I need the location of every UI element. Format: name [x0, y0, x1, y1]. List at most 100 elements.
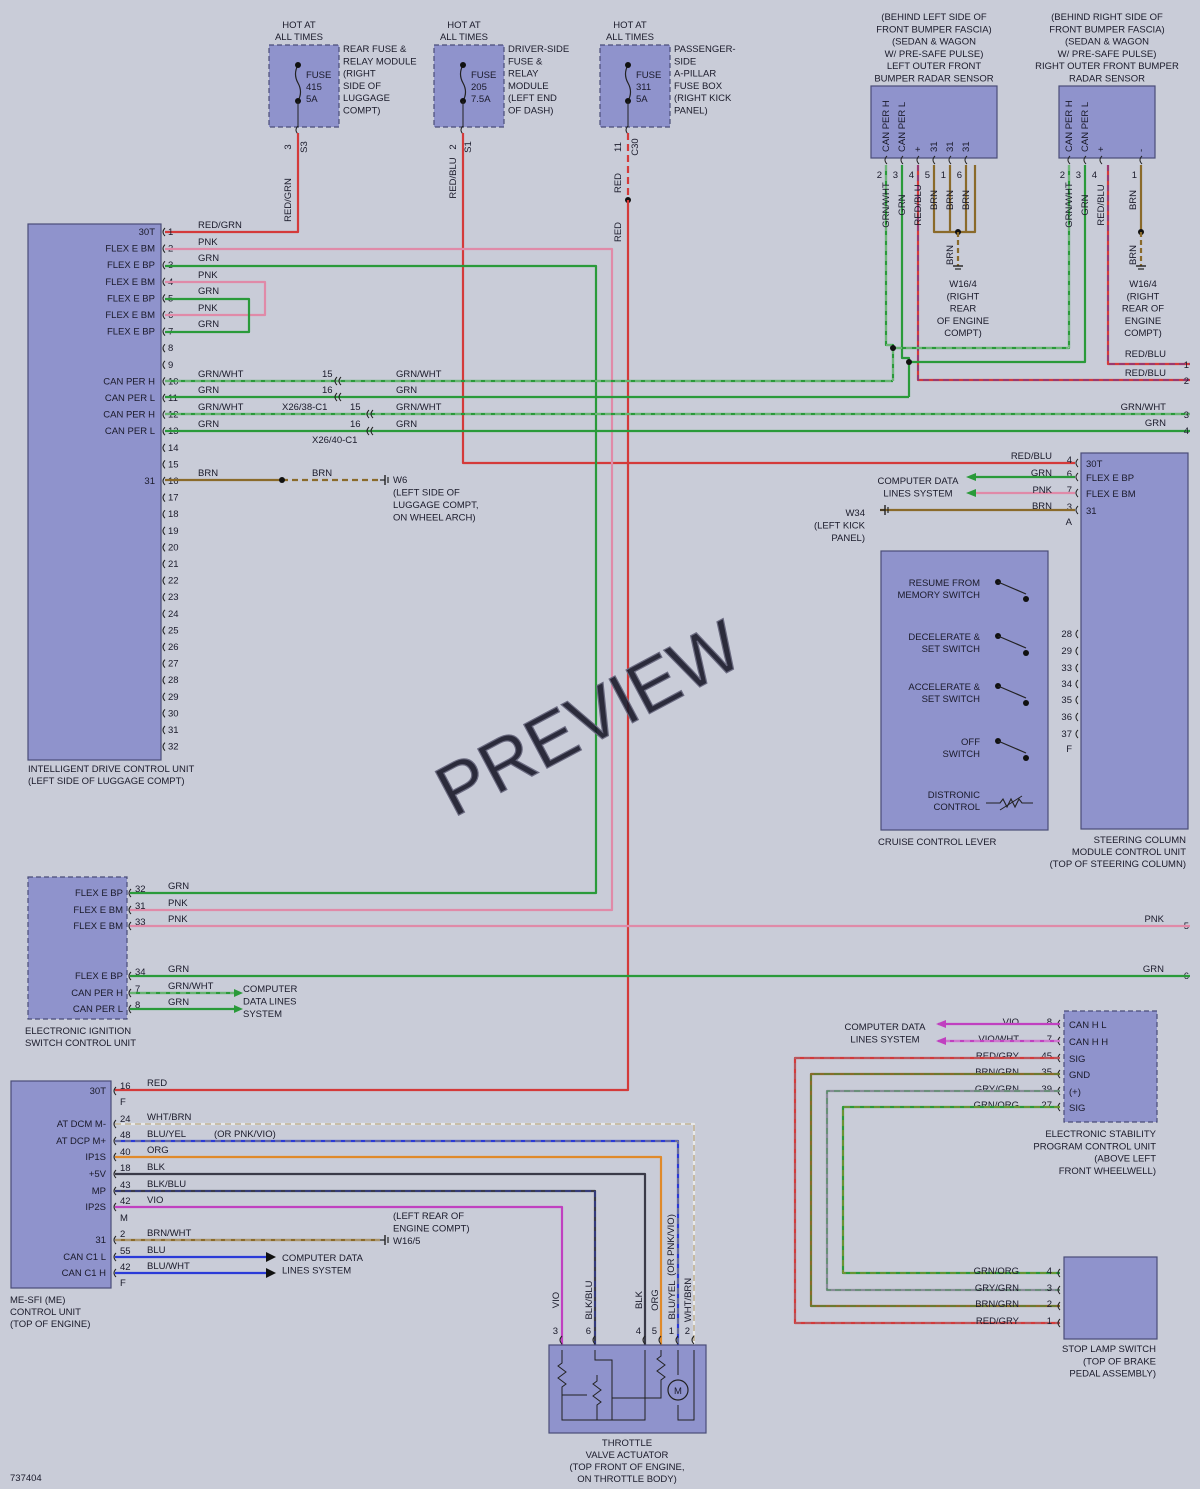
- idcu-pin-label: 19: [168, 526, 179, 537]
- idcu-terminal-label: 30T: [139, 227, 156, 238]
- connector-mark: [642, 1335, 646, 1345]
- connector-mark: [113, 1152, 117, 1162]
- wire-color-label: GRN/WHT: [198, 369, 244, 380]
- red-grn-feed-wire: [165, 133, 300, 234]
- scm-pin-label: 34: [1061, 679, 1072, 690]
- wire-alt-color-label: (OR PNK/VIO): [214, 1129, 276, 1140]
- me-pin-label: 2: [120, 1229, 125, 1240]
- flex-bp-loop: [165, 297, 251, 334]
- switch-contact-icon: [997, 740, 1027, 754]
- connector-mark: [948, 155, 952, 165]
- wire-color-label: GRN: [198, 319, 219, 330]
- idcu-terminal-label: CAN PER L: [105, 426, 155, 437]
- fuse-pin-label: S1: [463, 141, 474, 153]
- eis-terminal-label: FLEX E BM: [73, 905, 123, 916]
- splice-dot: [1023, 650, 1029, 656]
- motor-icon: [667, 1379, 689, 1401]
- connector-mark: [334, 392, 338, 402]
- me-pin-label: 18: [120, 1163, 131, 1174]
- scm-pin-label: F: [1066, 744, 1072, 755]
- connector-mark: [162, 526, 166, 536]
- preview-watermark: PREVIEW: [423, 606, 754, 833]
- wire-color-label: PNK: [1032, 485, 1052, 496]
- connector-mark: [162, 692, 166, 702]
- connector-mark: [128, 971, 132, 981]
- stop-pin-label: 1: [1047, 1316, 1052, 1327]
- radar-terminal-label: +: [1096, 146, 1107, 152]
- electronic-ignition-switch: [27, 876, 128, 1020]
- radar-left-can-l: [900, 165, 911, 397]
- idcu-pin-label: 28: [168, 675, 179, 686]
- throttle-valve-actuator: [548, 1344, 707, 1434]
- wire-color-label: GRN: [168, 997, 189, 1008]
- connector-mark: [162, 559, 166, 569]
- me-terminal-label: AT DCM M-: [57, 1119, 106, 1130]
- idcu-pin-label: 24: [168, 609, 179, 620]
- wire-color-label: BLK: [634, 1290, 645, 1309]
- radar-terminal-label: 31: [929, 141, 940, 152]
- resistor-icon: [986, 797, 1033, 809]
- connector-mark: [338, 392, 342, 402]
- wire-color-label: BRN: [1128, 190, 1139, 210]
- fuse-icon: [624, 64, 632, 102]
- throttle-pin-label: 2: [685, 1326, 690, 1337]
- connector-mark: [370, 409, 374, 419]
- wire-color-label: VIO/WHT: [978, 1034, 1019, 1045]
- me-pin-label: 16: [120, 1081, 131, 1092]
- arrow-icon: [936, 1037, 946, 1045]
- connector-mark: [559, 1335, 563, 1345]
- connector-mark: [162, 725, 166, 735]
- me-pin-label: 42: [120, 1262, 131, 1273]
- radar-left-can-h-stripe: [885, 165, 894, 381]
- connector-mark: [900, 155, 904, 165]
- connector-mark: [113, 1119, 117, 1129]
- radar-right-can-h-stripe: [893, 165, 1070, 349]
- idcu-pin-label: 1: [168, 227, 173, 238]
- connector-mark: [1099, 155, 1103, 165]
- eis-pin-label: 32: [135, 884, 146, 895]
- wire-color-label: GRN: [897, 194, 908, 215]
- me-vio: [115, 1205, 564, 1345]
- steering-column-module: [1080, 452, 1189, 830]
- ground-w6-icon: [380, 475, 389, 485]
- wire-color-label: BRN: [198, 468, 218, 479]
- wire-color-label: PNK: [1144, 914, 1164, 925]
- me-terminal-label: 30T: [90, 1086, 107, 1097]
- radar-terminal-label: CAN PER H: [881, 100, 892, 152]
- wire-color-label: GRN: [396, 419, 417, 430]
- esp-pin-label: 45: [1041, 1051, 1052, 1062]
- fuse-pin-label: S3: [299, 141, 310, 153]
- wire-color-label: VIO: [1003, 1017, 1019, 1028]
- esp-terminal-label: SIG: [1069, 1103, 1085, 1114]
- idcu-terminal-label: FLEX E BM: [105, 310, 155, 321]
- radar_left-sensor: [870, 85, 998, 159]
- connector-mark: [162, 294, 166, 303]
- wire-color-label: GRY/GRN: [975, 1283, 1019, 1294]
- esp-stop-brn-grn: [809, 1072, 1060, 1308]
- wire-color-label: PNK: [168, 914, 188, 925]
- esp-stop-red-gry: [793, 1056, 1060, 1325]
- figure-id-label: 737404: [10, 1473, 42, 1484]
- idcu-terminal-label: CAN PER L: [105, 393, 155, 404]
- flex-bp-wire-3: [130, 264, 598, 895]
- connector-mark: [964, 155, 968, 165]
- radar-pin-label: 1: [1132, 170, 1137, 181]
- connector-mark: [370, 426, 374, 436]
- ground-w34-icon: [880, 505, 889, 515]
- scm-pin-label: 28: [1061, 629, 1072, 640]
- wire-color-label: RED/BLU: [1011, 451, 1052, 462]
- wire-color-label: RED/BLU: [913, 184, 924, 225]
- wire-color-label: GRY/GRN: [975, 1084, 1019, 1095]
- me-terminal-label: IP1S: [85, 1152, 106, 1163]
- splice-dot: [906, 359, 912, 365]
